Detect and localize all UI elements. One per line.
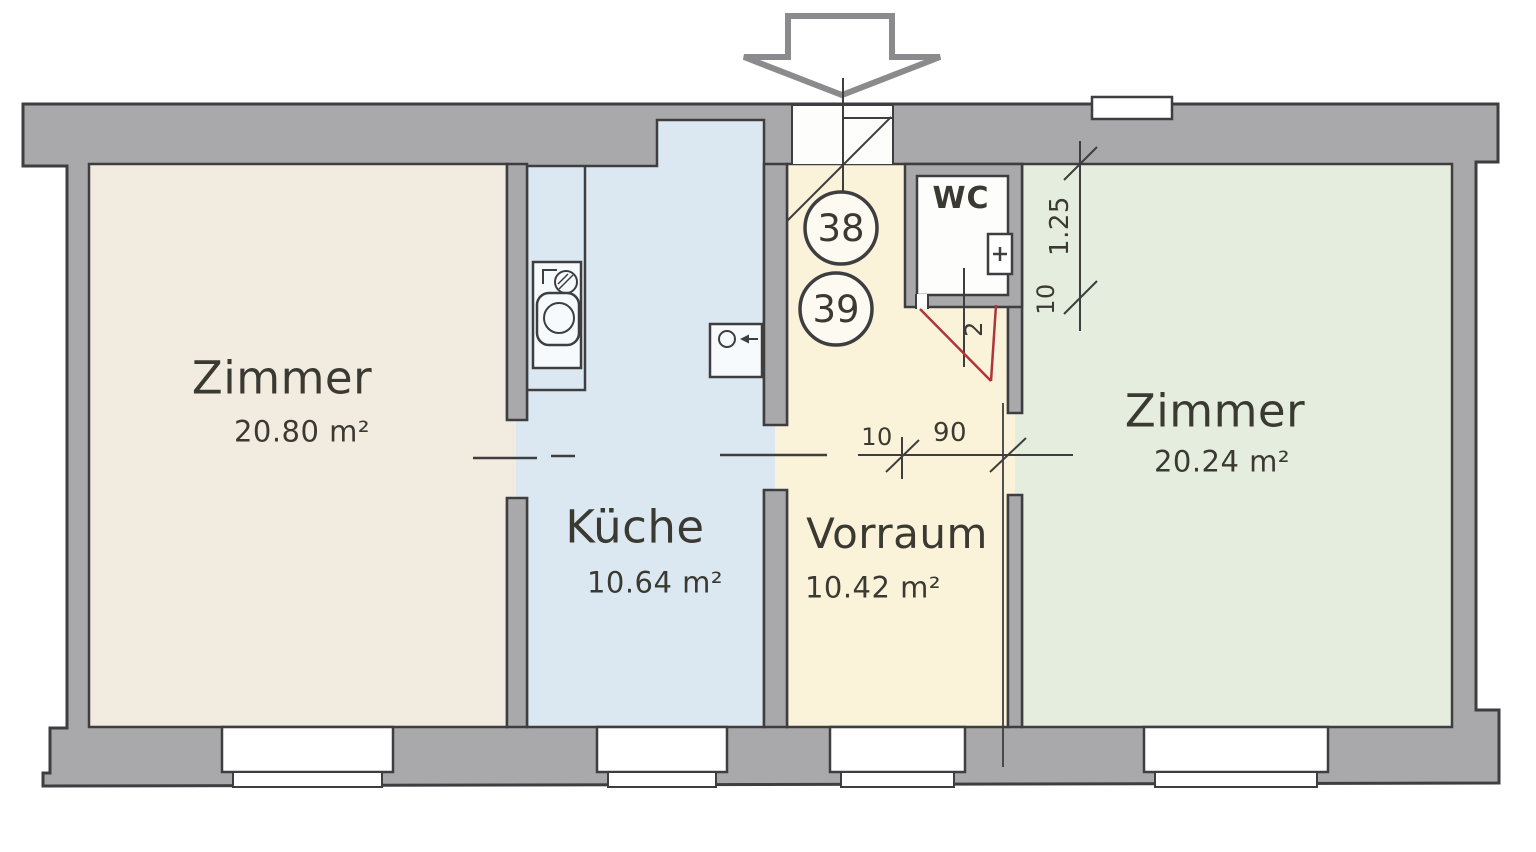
wc-door-gap [915, 294, 929, 309]
room-zimmer-right [1020, 162, 1454, 729]
dim-label-wall-10: 10 [861, 423, 893, 451]
unit-circle-39: 39 [812, 287, 860, 331]
window-zimmer-right [1142, 725, 1330, 788]
window-vorraum [828, 725, 967, 788]
wall-niche [1090, 95, 1174, 121]
kitchen-counter [528, 167, 587, 392]
dim-label-right-10: 10 [1032, 283, 1060, 315]
room-zimmer-left [87, 162, 509, 729]
room-label-zimmer-right: Zimmer [1124, 384, 1306, 438]
room-area-zimmer-left: 20.80 m² [233, 414, 371, 449]
unit-circle-39-ring [798, 271, 874, 347]
entrance-arrow-icon [742, 13, 942, 99]
window-kueche [595, 725, 729, 788]
room-label-wc: WC [932, 181, 990, 216]
kitchen-stove-icon [708, 322, 764, 379]
room-label-vorraum: Vorraum [806, 509, 988, 558]
unit-circle-38-ring [803, 190, 879, 266]
window-zimmer-left [220, 725, 395, 788]
dim-label-door-90: 90 [932, 418, 968, 448]
door-opening-kueche-vorraum [762, 426, 789, 489]
wall-kueche-vorraum-bottom [762, 488, 789, 729]
unit-circle-38: 38 [817, 206, 865, 250]
room-label-kueche: Küche [565, 500, 705, 554]
wc-basin-icon [986, 232, 1014, 276]
room-label-zimmer-left: Zimmer [191, 351, 373, 405]
room-area-vorraum: 10.42 m² [804, 570, 942, 605]
room-area-zimmer-right: 20.24 m² [1153, 444, 1291, 479]
wall-kueche-vorraum-top [762, 162, 789, 427]
dim-label-wc-2: 2 [960, 321, 988, 337]
entrance-door-swing [786, 116, 892, 222]
wall-vorraum-zimmer-bottom [1006, 493, 1024, 729]
dimension-door [858, 403, 1073, 767]
dim-label-125: 1.25 [1045, 196, 1075, 256]
room-area-kueche: 10.64 m² [586, 565, 724, 600]
wall-zimmer-kueche-bottom [505, 496, 529, 729]
wc-door-swing [919, 304, 998, 382]
kitchen-sink-icon [531, 260, 583, 370]
room-kueche [525, 118, 766, 729]
dimension-right [1063, 141, 1098, 331]
wall-zimmer-kueche-top [505, 162, 529, 422]
